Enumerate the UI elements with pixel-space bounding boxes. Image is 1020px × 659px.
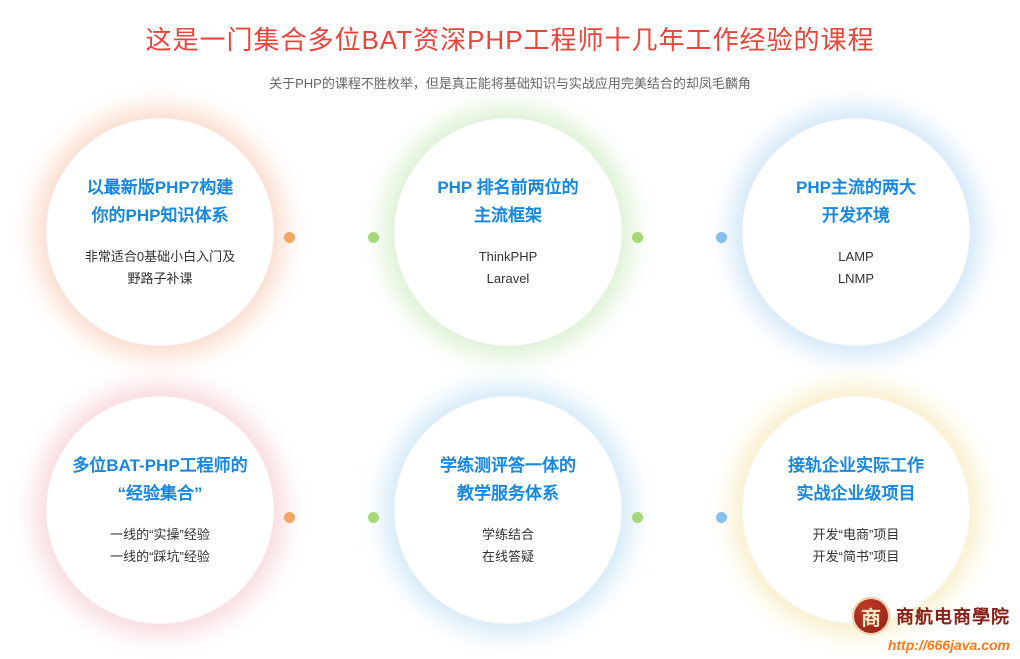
feature-circle-enterprise-projects: 接轨企业实际工作 实战企业级项目 开发“电商”项目 开发“简书”项目 bbox=[742, 396, 970, 624]
feature-title-line1: 学练测评答一体的 bbox=[440, 455, 576, 475]
feature-desc-line1: 一线的“实操”经验 bbox=[110, 526, 210, 542]
feature-title-line1: 以最新版PHP7构建 bbox=[86, 177, 234, 197]
feature-title-line1: PHP 排名前两位的 bbox=[437, 177, 579, 197]
connector-dot bbox=[632, 512, 643, 523]
feature-desc-line1: 非常适合0基础小白入门及 bbox=[84, 248, 236, 264]
feature-description: LAMP LNMP bbox=[838, 246, 874, 290]
feature-desc-line2: 开发“简书”项目 bbox=[812, 549, 900, 565]
feature-circle-php7-knowledge: 以最新版PHP7构建 你的PHP知识体系 非常适合0基础小白入门及 野路子补课 bbox=[46, 118, 274, 346]
connector-dot bbox=[716, 232, 727, 243]
feature-title: 多位BAT-PHP工程师的 “经验集合” bbox=[72, 452, 247, 508]
page-subtitle: 关于PHP的课程不胜枚举，但是真正能将基础知识与实战应用完美结合的却凤毛麟角 bbox=[269, 76, 751, 91]
feature-title-line1: 多位BAT-PHP工程师的 bbox=[72, 455, 248, 475]
connector-dot bbox=[368, 512, 379, 523]
feature-desc-line2: 一线的“踩坑”经验 bbox=[110, 549, 210, 565]
feature-description: 非常适合0基础小白入门及 野路子补课 bbox=[85, 246, 235, 290]
feature-circle-teaching-service: 学练测评答一体的 教学服务体系 学练结合 在线答疑 bbox=[394, 396, 622, 624]
connector-dot bbox=[284, 232, 295, 243]
connector-dot bbox=[632, 232, 643, 243]
feature-title-line2: 主流框架 bbox=[474, 205, 542, 225]
feature-desc-line1: ThinkPHP bbox=[478, 248, 538, 264]
feature-desc-line1: 学练结合 bbox=[481, 526, 534, 542]
feature-title-line2: “经验集合” bbox=[117, 483, 203, 503]
feature-desc-line2: 野路子补课 bbox=[127, 271, 193, 287]
feature-title-line2: 实战企业级项目 bbox=[796, 483, 916, 503]
brand-url-link[interactable]: http://666java.com bbox=[887, 637, 1010, 653]
feature-title: PHP主流的两大 开发环境 bbox=[796, 174, 916, 230]
feature-desc-line2: Laravel bbox=[486, 271, 530, 287]
brand-logo-icon: 商 bbox=[852, 597, 890, 635]
feature-description: 一线的“实操”经验 一线的“踩坑”经验 bbox=[110, 524, 210, 568]
feature-circle-top-frameworks: PHP 排名前两位的 主流框架 ThinkPHP Laravel bbox=[394, 118, 622, 346]
feature-description: 开发“电商”项目 开发“简书”项目 bbox=[813, 524, 900, 568]
feature-title-line2: 你的PHP知识体系 bbox=[91, 205, 229, 225]
feature-circle-dev-environments: PHP主流的两大 开发环境 LAMP LNMP bbox=[742, 118, 970, 346]
feature-title-line1: PHP主流的两大 bbox=[796, 177, 916, 197]
feature-description: 学练结合 在线答疑 bbox=[482, 524, 534, 568]
feature-desc-line1: LAMP bbox=[838, 248, 874, 264]
feature-title-line2: 开发环境 bbox=[822, 205, 890, 225]
connector-dot bbox=[716, 512, 727, 523]
feature-desc-line1: 开发“电商”项目 bbox=[812, 526, 900, 542]
feature-title: 以最新版PHP7构建 你的PHP知识体系 bbox=[87, 174, 233, 230]
feature-title-line1: 接轨企业实际工作 bbox=[788, 455, 924, 475]
feature-circle-bat-experience: 多位BAT-PHP工程师的 “经验集合” 一线的“实操”经验 一线的“踩坑”经验 bbox=[46, 396, 274, 624]
feature-title: 学练测评答一体的 教学服务体系 bbox=[440, 452, 576, 508]
feature-title-line2: 教学服务体系 bbox=[457, 483, 559, 503]
feature-title: 接轨企业实际工作 实战企业级项目 bbox=[788, 452, 924, 508]
feature-description: ThinkPHP Laravel bbox=[479, 246, 538, 290]
connector-dot bbox=[368, 232, 379, 243]
page-title: 这是一门集合多位BAT资深PHP工程师十几年工作经验的课程 bbox=[145, 25, 875, 55]
feature-title: PHP 排名前两位的 主流框架 bbox=[437, 174, 578, 230]
brand-name: 商航电商學院 bbox=[896, 607, 1010, 627]
connector-dot bbox=[284, 512, 295, 523]
watermark: 商 商航电商學院 http://666java.com bbox=[852, 597, 1010, 653]
feature-desc-line2: 在线答疑 bbox=[481, 549, 534, 565]
feature-desc-line2: LNMP bbox=[837, 271, 875, 287]
